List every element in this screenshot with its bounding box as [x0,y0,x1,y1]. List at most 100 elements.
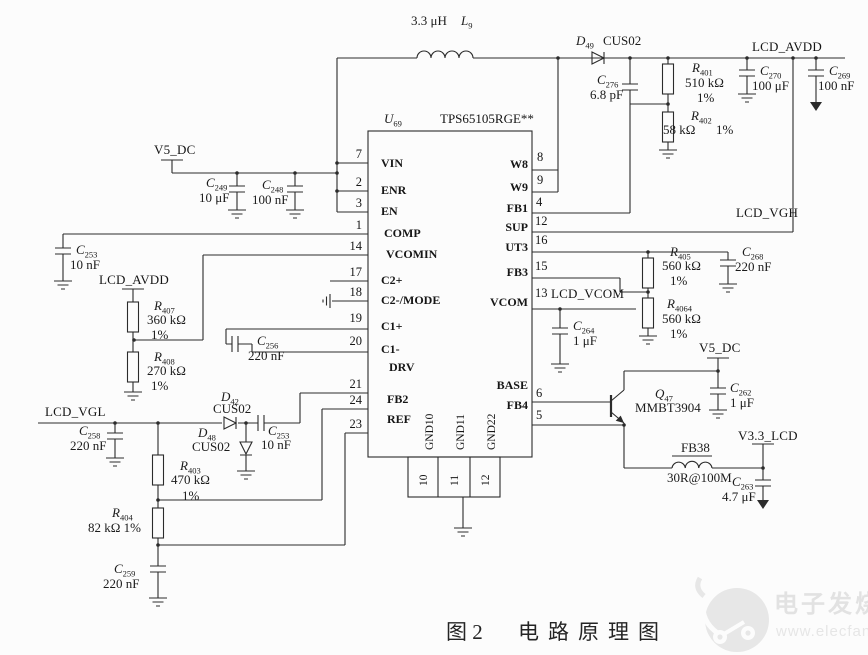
r407-tolerance: 1% [151,327,169,342]
r4064-tolerance: 1% [670,326,688,341]
ic-pin-vin-label: VIN [381,156,404,170]
c249-value: 10 μF [199,190,230,205]
ic-pin12-number: 12 [535,214,548,228]
resistor-r401-symbol [661,63,675,95]
diode-d49-symbol [591,51,606,65]
c253a-designator: C253 [76,242,98,260]
net-lcd-avdd-left: LCD_AVDD [99,272,169,287]
ic-pin-w8-label: W8 [510,157,528,171]
ic-pin19-number: 19 [349,311,363,325]
c1-c256-loop [225,328,368,353]
d48-designator: D48 [198,425,216,443]
figure-number: 图 2 [446,620,483,644]
ic-pin-fb3-label: FB3 [506,265,528,279]
r401-designator: R401 [692,60,713,78]
ic-pin-en-label: EN [381,204,398,218]
ic-pin-drv-label: DRV [389,360,415,374]
fb38-value: 30R@100M [667,470,732,485]
ic-pin20-number: 20 [349,334,363,348]
ic-pin4-number: 4 [536,195,543,209]
d48-part: CUS02 [192,439,231,454]
c270-value: 100 μF [752,78,789,93]
cap-c249-symbol [229,173,245,210]
ic-pin-vcom-label: VCOM [490,295,528,309]
ic-pin7-number: 7 [355,147,362,161]
resistor-r402-symbol [661,111,675,143]
r408-designator: R408 [154,349,175,367]
ic-pin-ref-label: REF [387,412,411,426]
ic-pin-vcomin-label: VCOMIN [386,247,438,261]
ic-pin9-number: 9 [537,173,544,187]
ic-pin6-number: 6 [536,386,543,400]
resistor-r404-symbol [151,507,165,539]
r401-value: 510 kΩ [685,75,724,90]
ic-pin15-number: 15 [535,259,548,273]
ic-pin23-number: 23 [349,417,363,431]
c2mode-wire-gnd [322,294,368,308]
diode-d48-symbol [239,423,253,471]
lcd-avdd-left-flag [122,288,144,392]
net-lcd-vcom: LCD_VCOM [551,286,625,301]
cap-c268-symbol [720,252,736,284]
elecfans-logo [695,576,769,652]
c256-value: 220 nF [248,348,285,363]
ic-pin-comp-label: COMP [384,226,421,240]
c253b-value: 10 nF [261,437,291,452]
transistor-q47-wires [532,370,718,468]
ic-pin-c2plus-label: C2+ [381,273,403,287]
ic-pin-sup-label: SUP [505,220,528,234]
drv-c253b-wire [238,392,368,431]
ic-pin5-number: 5 [536,408,543,422]
c259-value: 220 nF [103,576,140,591]
c258-designator: C258 [79,423,101,441]
diode-d42-symbol [223,416,238,430]
fb38-coil-symbol [671,460,713,469]
r408-tolerance: 1% [151,378,169,393]
c262-designator: C262 [730,380,752,398]
net-v33-lcd: V3.3_LCD [738,428,798,443]
net-v5dc-right: V5_DC [699,340,741,355]
l9-value: 3.3 μH [411,13,447,28]
ic-gnd-stub [407,456,501,498]
d42-designator: D42 [221,389,239,407]
resistor-r403-symbol [151,454,165,486]
figure-title: 电路原理图 [518,620,668,644]
ic-pin16-number: 16 [535,233,548,247]
ic-pin11-number: 11 [449,475,461,486]
c256-designator: C256 [257,333,279,351]
cap-c259-symbol [150,545,166,598]
net-v5dc-left: V5_DC [154,142,196,157]
ground-symbols [54,93,756,607]
r405-value: 560 kΩ [662,258,701,273]
cap-c269-symbol [808,58,824,102]
q47-designator: Q47 [655,386,673,404]
cap-c262-symbol [710,371,726,410]
c248-designator: C248 [262,177,284,195]
net-lcd-avdd-top: LCD_AVDD [752,39,822,54]
c276-designator: C276 [597,72,619,90]
r407-designator: R407 [154,298,175,316]
d49-part: CUS02 [603,33,642,48]
ic-pin1-number: 1 [355,218,362,232]
c269-value: 100 nF [818,78,855,93]
ic-pin-c2mode-label: C2-/MODE [381,293,441,307]
resistor-r405-symbol [641,257,655,289]
c270-designator: C270 [760,63,782,81]
net-lcd-vgl: LCD_VGL [45,404,106,419]
c264-designator: C264 [573,318,595,336]
ground-arrow-symbols [757,102,822,509]
ic-pin10-number: 10 [418,474,430,486]
vin-enr-en-wires [337,162,368,213]
watermark-url: www.elecfans.com [776,623,868,640]
c268-value: 220 nF [735,259,772,274]
ic-pin12b-number: 12 [480,474,492,486]
r4064-designator: R4064 [667,296,692,314]
ic-pin-w9-label: W9 [510,180,528,194]
ic-gnd22-label: GND22 [486,413,498,450]
r405-designator: R405 [670,244,691,262]
ic-pin18-number: 18 [349,285,363,299]
ic-pin-ut3-label: UT3 [505,240,528,254]
inductor-l9-symbol [416,50,474,59]
ic-pin17-number: 17 [349,265,363,279]
